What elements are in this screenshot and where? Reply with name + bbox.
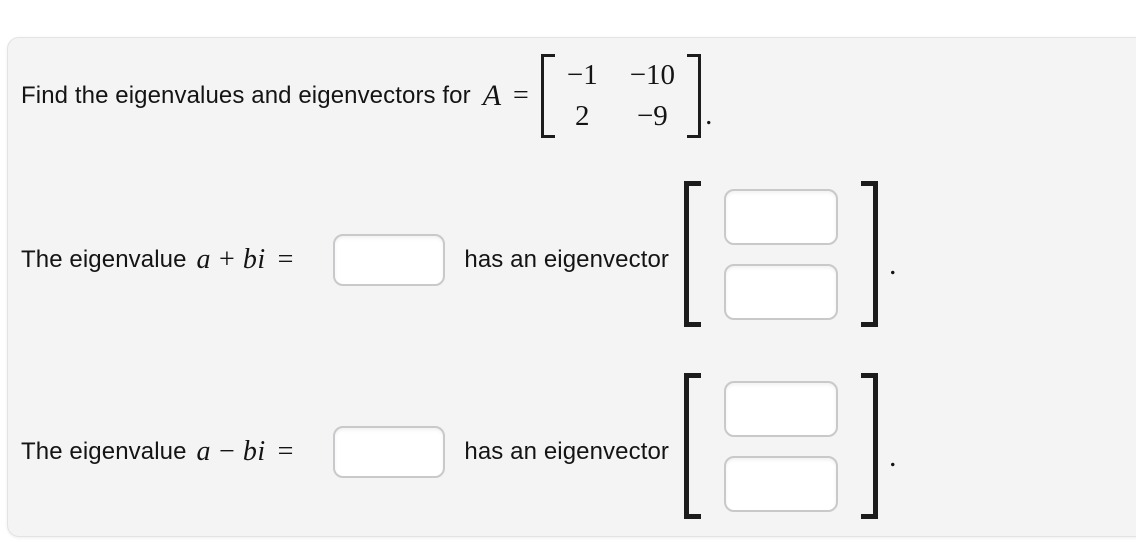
minus-operator: − [219,436,235,467]
eigenvector-2-component-1-input[interactable] [724,380,839,437]
answer-middle-text: has an eigenvector [464,246,670,273]
eigenvalue-input-2[interactable] [333,426,446,478]
vector-left-bracket [684,181,702,327]
eigenvector-2 [684,373,879,519]
answer-period: . [889,248,897,281]
vector-cells [724,188,839,320]
eigenvector-1 [684,181,879,327]
problem-statement: Find the eigenvalues and eigenvectors fo… [21,46,712,146]
statement-period: . [705,98,713,131]
matrix-left-bracket [540,53,555,139]
vector-right-bracket [861,373,879,519]
equals-sign: = [513,80,529,111]
var-a: a [196,244,212,275]
eigenvector-1-component-2-input[interactable] [724,263,839,320]
eigenvalue-expression-a-plus-bi: a+bi [197,244,266,276]
matrix-right-bracket [687,53,702,139]
matrix-a: −1 −10 2 −9 [540,53,702,139]
problem-panel: Find the eigenvalues and eigenvectors fo… [7,37,1136,537]
matrix-entry-2-1: 2 [575,99,590,132]
vector-cells [724,380,839,512]
eigenvalue-expression-a-minus-bi: a−bi [197,436,266,468]
answer-middle-text: has an eigenvector [464,438,670,465]
statement-text: Find the eigenvalues and eigenvectors fo… [21,82,471,109]
vector-left-bracket [684,373,702,519]
answer-row-a-plus-bi: The eigenvalue a+bi = has an eigenvector… [21,179,897,329]
var-bi: bi [242,244,266,275]
eigenvector-2-component-2-input[interactable] [724,455,839,512]
eigenvector-1-component-1-input[interactable] [724,188,839,245]
vector-right-bracket [861,181,879,327]
matrix-entries: −1 −10 2 −9 [555,54,687,139]
answer-row-a-minus-bi: The eigenvalue a−bi = has an eigenvector… [21,371,897,521]
equals-sign: = [277,244,294,275]
matrix-entry-1-1: −1 [566,58,598,91]
equals-sign: = [277,436,294,467]
var-bi: bi [242,436,266,467]
answer-prefix: The eigenvalue [21,438,187,465]
answer-period: . [889,440,897,473]
eigenvalue-input-1[interactable] [333,234,446,286]
matrix-entry-2-2: −9 [636,99,668,132]
matrix-entry-1-2: −10 [629,58,676,91]
var-a: a [196,436,212,467]
matrix-symbol: A [482,79,502,112]
answer-prefix: The eigenvalue [21,246,187,273]
plus-operator: + [219,244,235,275]
